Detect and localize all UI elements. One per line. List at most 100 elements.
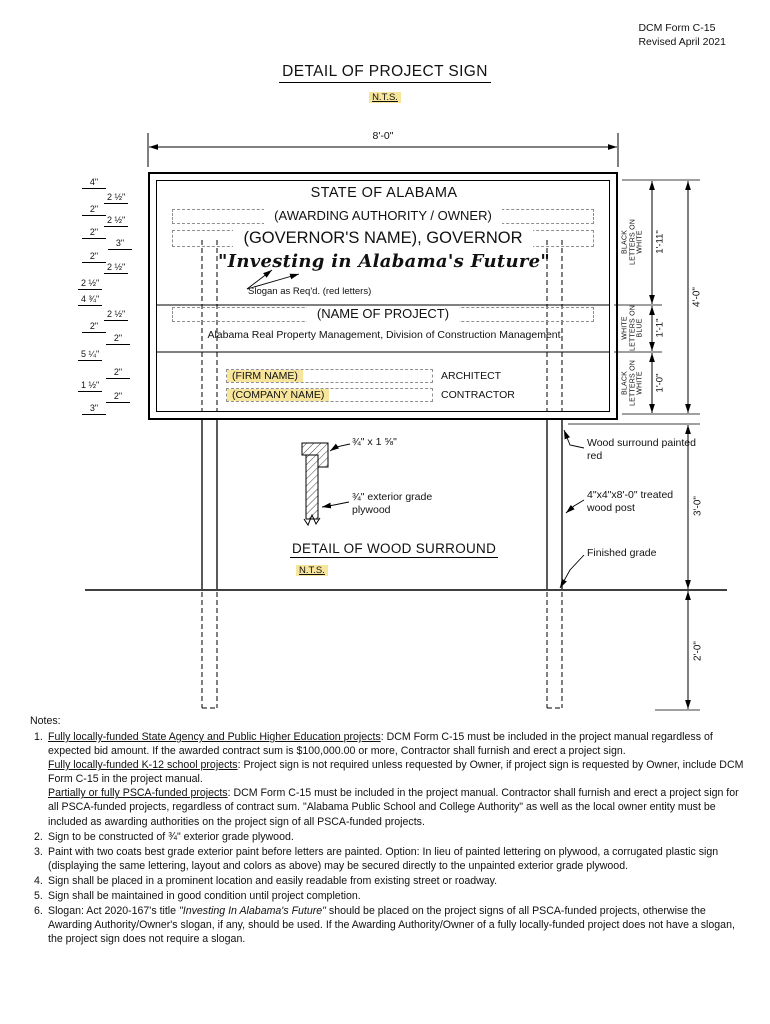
page-title: DETAIL OF PROJECT SIGN <box>279 63 491 83</box>
note-paragraph: Fully locally-funded State Agency and Pu… <box>48 730 746 758</box>
note-body: Slogan: Act 2020-167's title "Investing … <box>48 904 746 946</box>
left-dimension: 1 ½" <box>78 380 103 393</box>
left-dimension: 4 ¾" <box>78 294 103 307</box>
note-number: 4. <box>34 874 43 887</box>
wood-surround-section-shape <box>301 442 329 527</box>
note-paragraph: Fully locally-funded K-12 school project… <box>48 758 746 786</box>
note-text: Sign shall be placed in a prominent loca… <box>48 874 498 887</box>
surround-detail-title-wrap: DETAIL OF WOOD SURROUND <box>290 540 499 558</box>
left-dimension: 2" <box>106 333 130 346</box>
note-text: : DCM Form C-15 must be included in the … <box>48 731 713 758</box>
finished-grade-callout: Finished grade <box>587 547 657 559</box>
left-dimension: 2" <box>82 204 106 217</box>
note-number: 3. <box>34 845 43 858</box>
surround-detail-leader-lines <box>321 443 351 509</box>
note-lead-underlined: Fully locally-funded State Agency and Pu… <box>48 731 381 744</box>
project-name-label: (NAME OF PROJECT) <box>306 306 460 322</box>
note-text: should be placed on the project signs of… <box>48 905 735 946</box>
note-body: Sign to be constructed of ¾" exterior gr… <box>48 830 746 844</box>
note-text: : DCM Form C-15 must be included in the … <box>48 787 739 828</box>
note-number: 5. <box>34 889 43 902</box>
surround-detail-scale-wrap: N.T.S. <box>296 560 328 578</box>
slogan-required-note: Slogan as Req'd. (red letters) <box>248 286 372 297</box>
note-paragraph: Partially or fully PSCA-funded projects:… <box>48 786 746 828</box>
left-dimension: 2 ½" <box>104 262 129 275</box>
post-above-grade-dimension: 3'-0" <box>692 496 704 516</box>
form-number: DCM Form C-15 <box>638 22 716 34</box>
left-dimension: 2 ½" <box>104 215 129 228</box>
letters-section-dim-top: 1'-11" <box>654 230 666 254</box>
note-body: Paint with two coats best grade exterior… <box>48 845 746 873</box>
sign-width-dimension: 8'-0" <box>372 130 394 142</box>
buried-post-lines <box>201 592 563 709</box>
left-dimension: 2" <box>82 227 106 240</box>
architect-label: ARCHITECT <box>441 370 502 382</box>
awarding-authority-label: (AWARDING AUTHORITY / OWNER) <box>264 208 502 224</box>
sign-slogan: "Investing in Alabama's Future" <box>217 251 551 272</box>
governor-name-label: (GOVERNOR'S NAME), GOVERNOR <box>233 229 533 248</box>
surround-trim-size-callout: ¾" x 1 ⅝" <box>352 436 397 448</box>
left-dimension: 2" <box>106 391 130 404</box>
letters-section-label-bottom: BLACK LETTERS ON WHITE <box>621 360 644 406</box>
left-dimension: 2" <box>82 321 106 334</box>
note-item-6: 6. Slogan: Act 2020-167's title "Investi… <box>30 904 746 946</box>
letters-section-label-top: BLACK LETTERS ON WHITE <box>621 219 644 265</box>
letters-section-dim-bottom: 1'-0" <box>654 373 666 393</box>
letters-section-label-mid: WHITE LETTERS ON BLUE <box>621 305 644 351</box>
note-slogan-title-italic: "Investing In Alabama's Future" <box>179 905 326 918</box>
treated-post-callout: 4"x4"x8'-0" treated wood post <box>587 489 674 515</box>
note-number: 1. <box>34 731 43 744</box>
wood-surround-paint-callout: Wood surround painted red <box>587 437 696 463</box>
division-line: Alabama Real Property Management, Divisi… <box>207 329 561 341</box>
form-revision-date: Revised April 2021 <box>638 35 726 48</box>
note-item-4: 4. Sign shall be placed in a prominent l… <box>30 874 746 888</box>
firm-name-label: (FIRM NAME) <box>227 369 303 383</box>
surround-plywood-callout: ¾" exterior grade plywood <box>352 491 433 517</box>
firm-name-box: (FIRM NAME) <box>226 369 433 383</box>
left-dimension: 2 ½" <box>104 192 129 205</box>
notes-heading: Notes: <box>30 715 61 727</box>
post-below-grade-dimension: 2'-0" <box>692 641 704 661</box>
note-body: Fully locally-funded State Agency and Pu… <box>48 730 746 829</box>
governor-name-box: (GOVERNOR'S NAME), GOVERNOR <box>172 229 594 248</box>
note-item-1: 1. Fully locally-funded State Agency and… <box>30 730 746 829</box>
left-dimension: 3" <box>108 238 132 251</box>
project-name-box: (NAME OF PROJECT) <box>172 306 594 322</box>
sign-height-dimension: 4'-0" <box>691 287 703 307</box>
left-dimension: 2 ½" <box>78 278 103 291</box>
page-title-scale: N.T.S. <box>369 92 401 103</box>
note-body: Sign shall be maintained in good conditi… <box>48 889 746 903</box>
company-name-label: (COMPANY NAME) <box>227 388 330 402</box>
note-item-3: 3. Paint with two coats best grade exter… <box>30 845 746 873</box>
note-number: 6. <box>34 905 43 918</box>
left-dimension: 2" <box>82 251 106 264</box>
letters-section-dim-mid: 1'-1" <box>654 318 666 338</box>
left-dimension: 4" <box>82 177 106 190</box>
note-number: 2. <box>34 830 43 843</box>
left-dimension: 5 ¼" <box>78 349 103 362</box>
note-text: Paint with two coats best grade exterior… <box>48 845 719 872</box>
note-paragraph: Slogan: Act 2020-167's title "Investing … <box>48 904 746 946</box>
notes-section: Notes: 1. Fully locally-funded State Age… <box>30 714 746 947</box>
left-dimension: 3" <box>82 403 106 416</box>
note-lead-underlined: Fully locally-funded K-12 school project… <box>48 759 238 772</box>
left-dimension: 2 ½" <box>104 309 129 322</box>
contractor-label: CONTRACTOR <box>441 389 515 401</box>
note-text: Sign shall be maintained in good conditi… <box>48 889 361 902</box>
sign-board-face <box>156 180 610 412</box>
note-body: Sign shall be placed in a prominent loca… <box>48 874 746 888</box>
sign-board-frame <box>148 172 618 420</box>
note-item-5: 5. Sign shall be maintained in good cond… <box>30 889 746 903</box>
right-callout-leader-lines <box>559 429 585 589</box>
surround-detail-scale: N.T.S. <box>296 565 328 576</box>
note-lead-underlined: Partially or fully PSCA-funded projects <box>48 787 228 800</box>
company-name-box: (COMPANY NAME) <box>226 388 433 402</box>
page-title-scale-wrap: N.T.S. <box>0 87 770 105</box>
left-dimension: 2" <box>106 367 130 380</box>
note-text: Sign to be constructed of ¾" exterior gr… <box>48 830 294 843</box>
awarding-authority-box: (AWARDING AUTHORITY / OWNER) <box>172 208 594 224</box>
page-title-wrap: DETAIL OF PROJECT SIGN <box>0 63 770 83</box>
note-text: : Project sign is not required unless re… <box>48 759 744 786</box>
form-header: DCM Form C-15 Revised April 2021 <box>638 22 726 49</box>
